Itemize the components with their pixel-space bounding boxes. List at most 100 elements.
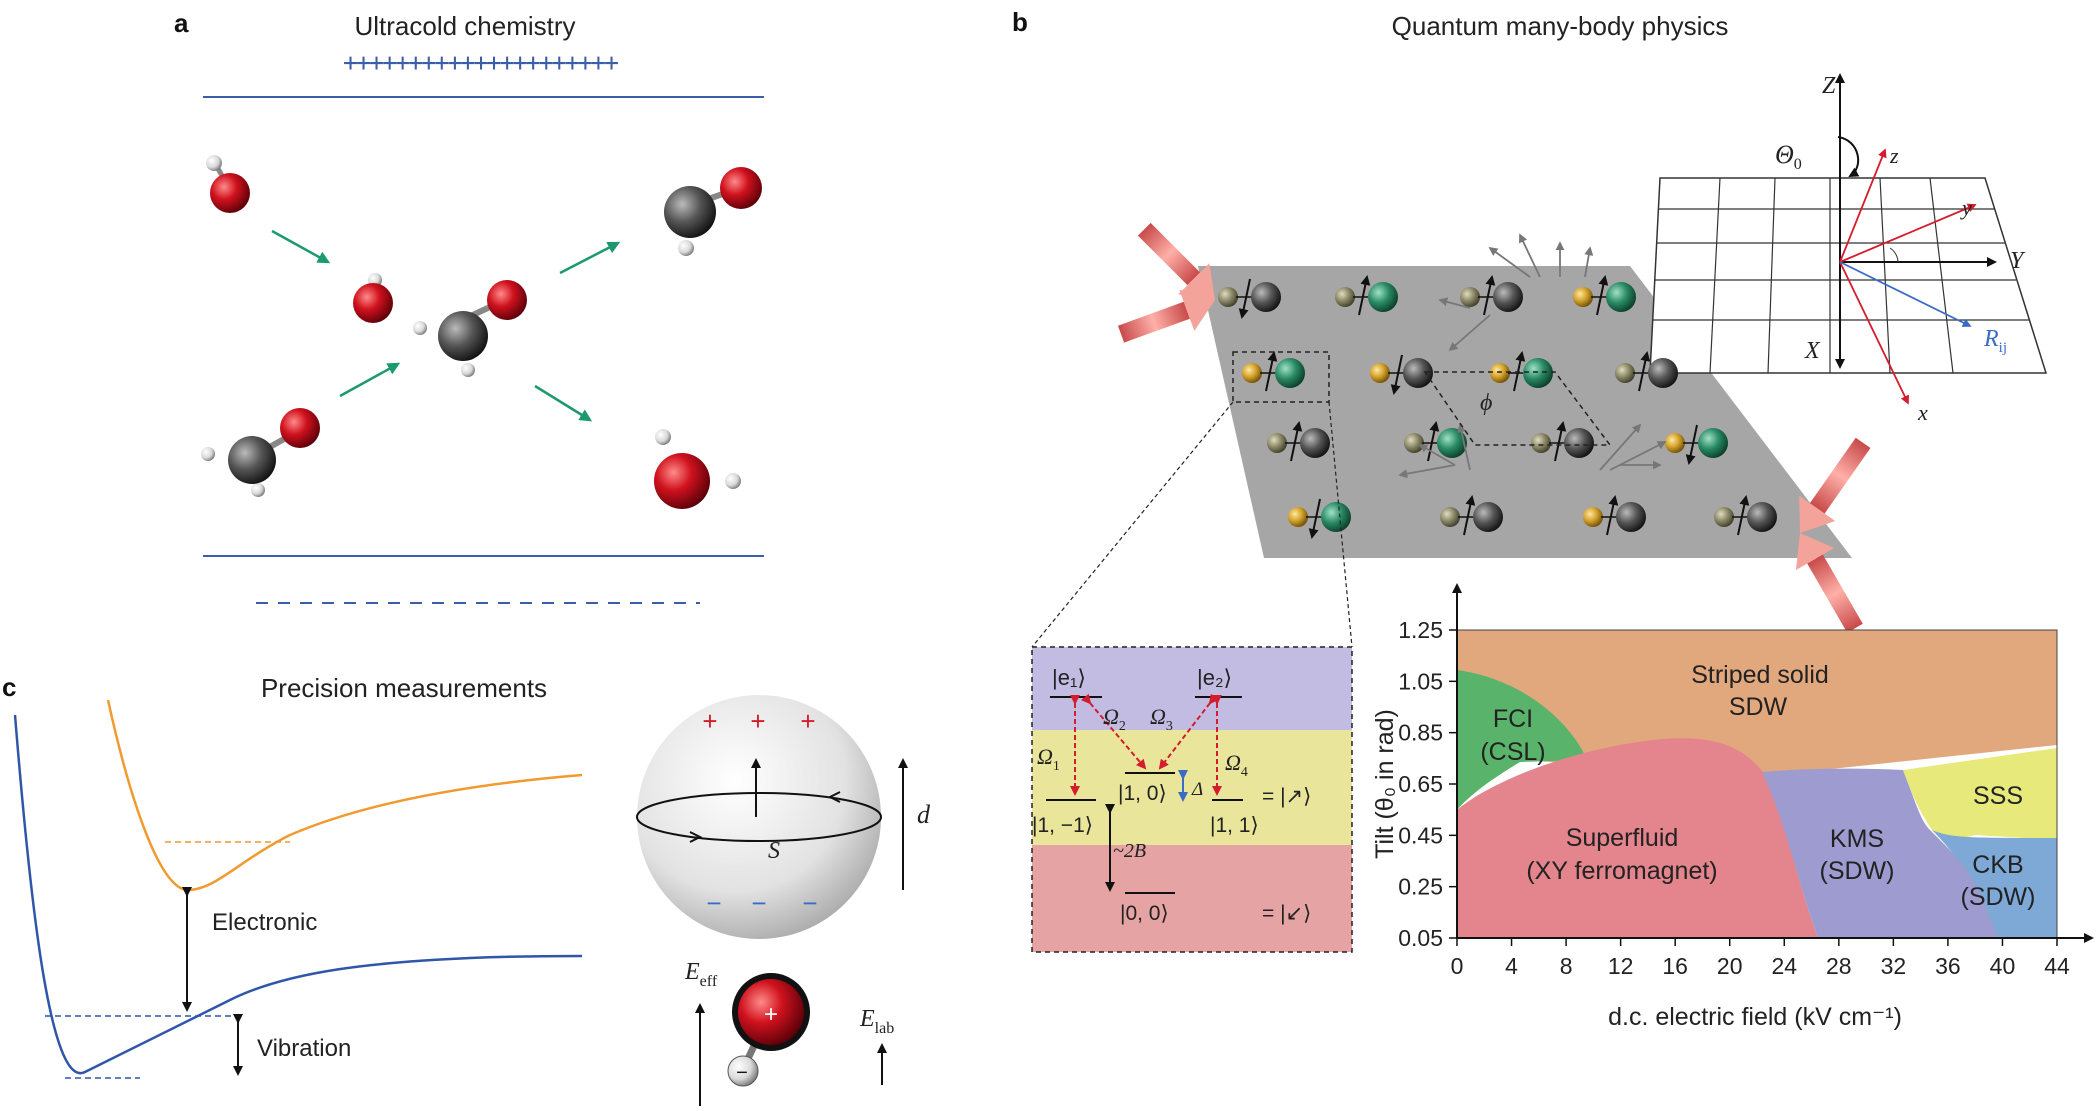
vibration-label: Vibration (257, 1035, 351, 1062)
x-tick-label: 36 (1935, 953, 1961, 979)
state-up-equiv: = |↗⟩ (1262, 785, 1311, 808)
x-tick-label: 40 (1990, 953, 2016, 979)
panel-b-title: Quantum many-body physics (1392, 11, 1729, 41)
lattice-molecule (1490, 351, 1553, 392)
panel-a: a Ultracold chemistry ++++++++++++++++++… (174, 8, 764, 604)
laser-beam-bottom-right-2 (1795, 533, 1863, 633)
reaction-arrow-2 (339, 362, 401, 398)
lattice-molecule (1531, 421, 1594, 462)
lattice-molecule (1665, 424, 1728, 465)
interaction-arrows (1398, 233, 1667, 479)
region-label-fci-sub: (CSL) (1480, 738, 1545, 766)
x-tick-label: 24 (1771, 953, 1797, 979)
region-label-superfluid-sub: (XY ferromagnet) (1526, 857, 1717, 885)
molecule-plus-sign: + (764, 1001, 778, 1028)
spin-orbit-ellipse (636, 792, 882, 842)
omega2-label: Ω2 (1103, 704, 1126, 734)
laser-beam-bottom-right-1 (1799, 437, 1871, 533)
lattice-molecule (1615, 351, 1678, 392)
y-axis-body (1839, 203, 1977, 263)
gap-label: ~2B (1113, 840, 1146, 862)
electronic-label: Electronic (212, 909, 317, 936)
sphere-plus-3: + (800, 706, 815, 736)
ground-state-potential-curve (13, 714, 583, 1075)
panel-c-letter: c (2, 672, 16, 702)
z-axis-body (1839, 148, 1887, 263)
x-tick-label: 0 (1451, 953, 1464, 979)
region-fci (1457, 670, 1587, 810)
lattice-molecules (1218, 275, 1777, 539)
co-molecule-product (664, 167, 762, 256)
reaction-complex (353, 273, 527, 377)
panel-b-letter: b (1012, 7, 1028, 37)
water-molecule-product (654, 429, 741, 509)
y-tick-label: 0.65 (1398, 771, 1443, 797)
dipole-label: d (917, 800, 931, 829)
lattice-molecule (1573, 275, 1636, 316)
y-tick-label: 0.05 (1398, 925, 1443, 951)
panel-b: b Quantum many-body physics (1012, 7, 2094, 1031)
axis-label-Z: Z (1822, 73, 1836, 99)
lattice-molecule (1335, 275, 1398, 316)
y-tick-label: 0.45 (1398, 822, 1443, 848)
level-e1: |e₁⟩ (1052, 665, 1086, 690)
state-down-equiv: = |↙⟩ (1262, 902, 1311, 925)
orbit-arrow-right-icon (827, 791, 841, 803)
delta-label: Δ (1191, 779, 1203, 800)
zoom-line-left (1031, 401, 1234, 648)
zoom-selection-box (1232, 351, 1330, 403)
region-label-striped-solid-sub: SDW (1729, 693, 1788, 721)
sphere-plus-1: + (702, 706, 717, 736)
y-tick-label: 1.25 (1398, 617, 1443, 643)
hco-molecule-reactant (201, 408, 320, 497)
zoom-line-right (1328, 401, 1353, 648)
region-label-superfluid: Superfluid (1566, 824, 1679, 852)
molecule-light-atom (727, 1055, 759, 1087)
e-lab-label: Elab (859, 1006, 894, 1037)
axis-label-y: y (1960, 195, 1972, 220)
sphere-minus-1: − (706, 888, 721, 918)
r-ij-label: Rij (1983, 326, 2007, 356)
x-tick-label: 32 (1881, 953, 1907, 979)
phi-label: ϕ (1480, 390, 1492, 416)
region-label-ckb: CKB (1972, 851, 2023, 879)
lattice-molecule (1370, 354, 1433, 395)
sphere-minus-2: − (751, 888, 766, 918)
omega1-label: Ω1 (1037, 744, 1060, 774)
y-tick-label: 0.25 (1398, 874, 1443, 900)
coordinate-frame: Z Y X z y x Θ0 Rij (1649, 73, 2048, 425)
lattice-molecule (1714, 495, 1777, 536)
x-tick-label: 12 (1608, 953, 1634, 979)
region-label-kms: KMS (1830, 825, 1884, 853)
phase-y-axis-label: Tilt (θ₀ in rad) (1371, 709, 1399, 859)
lattice-molecule (1404, 421, 1467, 462)
axis-label-Y: Y (2010, 248, 2026, 274)
panel-a-letter: a (174, 8, 189, 38)
reaction-arrow-1 (271, 229, 331, 264)
region-ckb (1932, 830, 2057, 938)
region-label-kms-sub: (SDW) (1820, 857, 1895, 885)
lattice-molecule (1242, 351, 1305, 392)
lattice-molecule (1583, 495, 1646, 536)
lattice-molecule (1218, 278, 1281, 319)
r-ij-vector (1839, 261, 1972, 327)
reaction-arrow-4 (534, 384, 593, 422)
region-label-striped-solid: Striped solid (1691, 661, 1829, 689)
omega4-label: Ω4 (1225, 750, 1248, 780)
lattice-molecule (1267, 421, 1330, 462)
excited-state-potential-curve (106, 699, 583, 892)
level-1-minus1: |1, −1⟩ (1032, 814, 1093, 837)
orbit-arrow-left-icon (689, 831, 703, 843)
y-tick-label: 1.05 (1398, 668, 1443, 694)
omega3-label: Ω3 (1150, 704, 1173, 734)
region-superfluid (1457, 738, 1818, 938)
region-kms (1762, 768, 1998, 938)
region-sss (1903, 748, 2057, 840)
panel-c-title: Precision measurements (261, 673, 547, 703)
panel-a-title: Ultracold chemistry (354, 11, 575, 41)
x-axis-body (1839, 261, 1909, 405)
laser-beams (1117, 222, 1871, 633)
reaction-arrow-3 (559, 241, 621, 275)
y-tick-label: 0.85 (1398, 720, 1443, 746)
